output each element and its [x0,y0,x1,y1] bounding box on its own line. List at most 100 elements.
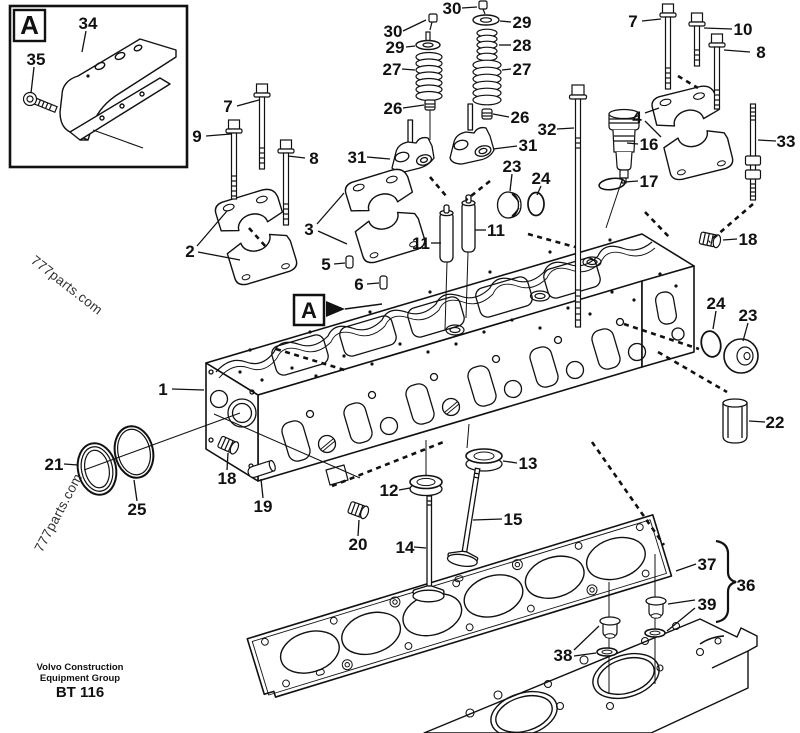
part-number-label: 34 [79,14,98,33]
bearing-caps-4 [649,82,736,183]
callout-leader-line [666,607,696,632]
part-number-label: 28 [513,36,532,55]
part-callout-27: 27 [501,60,531,79]
o-ring-24-right [700,330,722,358]
part-callout-30: 30 [443,0,478,18]
part-callout-7: 7 [223,97,260,116]
part-number-label: 12 [380,481,399,500]
spring-retainer-29-left [415,39,441,51]
part-callout-18: 18 [218,452,236,488]
part-number-label: 30 [384,22,403,41]
callout-leader-line [573,652,597,657]
part-callout-13: 13 [502,454,538,473]
head-gasket [246,514,673,698]
footer-doc-code: BT 116 [56,684,104,701]
callout-leader-line [316,192,345,225]
callout-leader-line [703,27,733,30]
callout-leader-line [644,107,660,114]
valve-spring-group-right [472,0,502,120]
part-callout-3: 3 [304,192,348,245]
part-number-label: 36 [737,576,756,595]
part-number-label: 32 [538,120,557,139]
part-number-label: 11 [487,221,505,240]
callout-leader-line [260,478,264,499]
stud-33 [744,103,762,201]
callout-leader-line [641,18,662,22]
part-callout-27: 27 [383,60,416,79]
bolts [225,3,762,328]
part-number-label: 27 [383,60,402,79]
part-callout-16: 16 [626,135,658,154]
callout-leader-line [333,262,346,265]
bracket-31-right [449,103,495,165]
group-brace-36 [715,539,737,624]
part-callout-31: 31 [492,136,538,155]
head-bolt-32 [568,84,588,328]
part-number-label: 3 [304,220,313,239]
part-number-label: 10 [734,20,753,39]
callout-leader-line [536,185,542,196]
part-callout-33: 33 [757,132,796,151]
callout-leader-line [472,518,503,521]
part-number-label: 21 [45,455,64,474]
callout-leader-line [461,6,478,9]
callout-leader-line [30,66,35,94]
callout-leader-line [171,388,205,391]
part-callout-29: 29 [386,38,416,57]
part-number-label: 35 [27,50,46,69]
callout-leader-line [197,251,241,261]
part-number-label: 26 [384,99,403,118]
part-number-label: 18 [739,230,758,249]
callout-leader-line [492,145,518,150]
part-callout-31: 31 [348,148,391,167]
cap-22 [722,398,748,444]
callout-leader-line [712,310,717,330]
callout-leader-line [405,45,416,48]
footer: Volvo Construction Equipment Group BT 11… [37,662,124,701]
valve-spring-27-right [472,59,502,106]
part-number-label: 29 [386,38,405,57]
part-number-label: 1 [158,380,167,399]
part-number-label: 20 [349,535,368,554]
callout-layer: 3435978302927263029282726313123561111232… [27,0,796,665]
callout-leader-line [722,238,738,241]
part-callout-4: 4 [632,107,662,138]
part-callout-5: 5 [321,255,346,274]
part-number-label: 25 [128,500,147,519]
callout-leader-line [402,19,427,32]
bolt-8-right [708,33,726,110]
part-number-label: 31 [519,136,538,155]
part-callout-14: 14 [396,538,427,557]
cylinder-block [423,618,758,733]
watermark-layer: 777parts.com 777parts.com [28,253,105,555]
watermark-text: 777parts.com [31,471,85,554]
part-number-label: 13 [519,454,538,473]
part-number-label: 31 [348,148,367,167]
part-callout-34: 34 [79,14,98,53]
part-callout-8: 8 [287,149,319,168]
plug-18-left [217,435,240,455]
detail-marker-a: A [292,293,383,327]
pin-5 [345,255,354,269]
cup-plug-39 [644,596,667,638]
watermark-text: 777parts.com [28,253,105,318]
part-number-label: 11 [412,234,430,253]
callout-leader-line [502,460,518,464]
part-number-label: 5 [321,255,330,274]
bolt-7-left [253,83,271,170]
bolt-8-left [277,139,295,226]
part-number-label: 7 [223,97,232,116]
part-number-label: 9 [192,127,201,146]
o-ring-24-top [527,191,545,217]
o-ring-17 [598,177,626,191]
cup-plug-38 [596,616,621,657]
part-number-label: 33 [777,132,796,151]
bolt-10 [688,12,706,67]
valve-spring-27-left [415,51,443,102]
part-callout-7: 7 [628,12,662,31]
detail-marker-label: A [301,298,317,323]
part-callout-24: 24 [707,294,726,330]
seal-ring-21 [76,442,118,496]
valve-spring-group-left [415,13,443,140]
